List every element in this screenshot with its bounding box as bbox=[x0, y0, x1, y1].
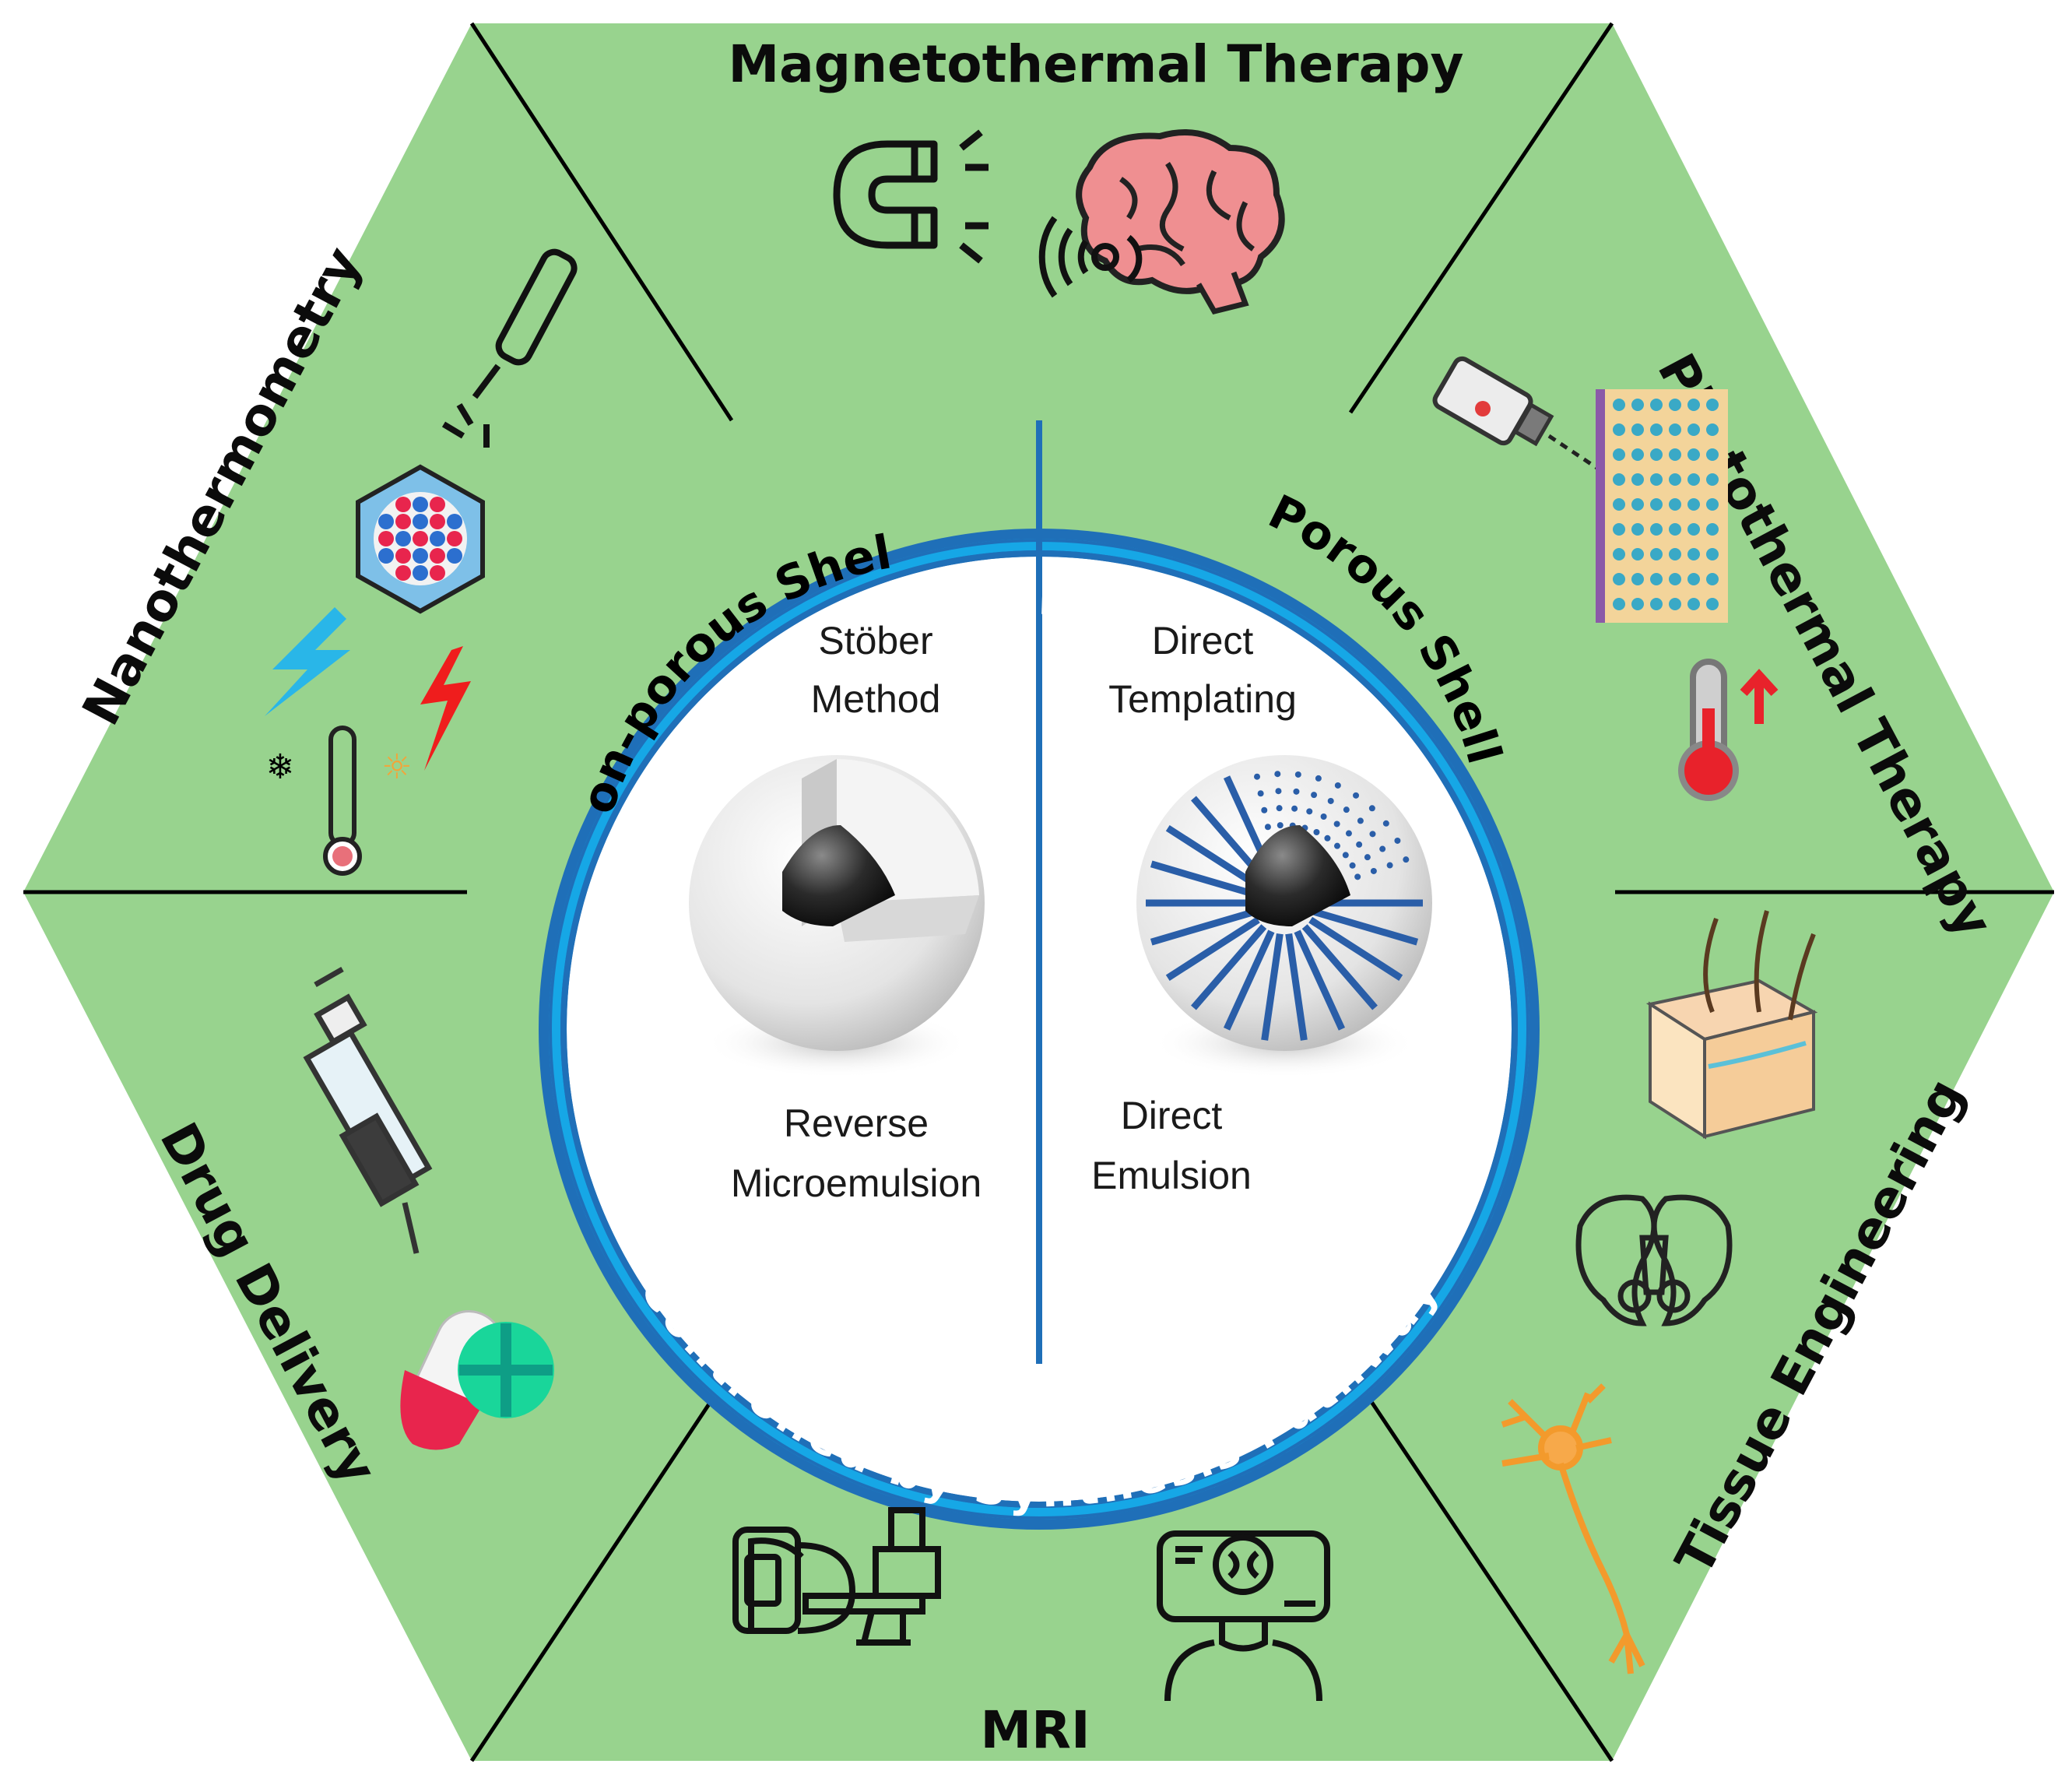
pill-icon bbox=[458, 1322, 554, 1418]
magnetothermal-title: Magnetothermal Therapy bbox=[729, 34, 1464, 94]
skin-tissue-icon bbox=[1645, 910, 1818, 1140]
section-dividers bbox=[23, 22, 2054, 1762]
templating-line1: Direct bbox=[1152, 619, 1254, 662]
reverse-line2: Microemulsion bbox=[731, 1161, 982, 1205]
stober-line2: Method bbox=[811, 677, 941, 721]
sun-icon: ☼ bbox=[381, 747, 412, 787]
brain-icon bbox=[1038, 129, 1285, 315]
porous-particle-icon bbox=[1136, 755, 1432, 1078]
nanocrystal-cube-icon bbox=[356, 464, 485, 614]
mri-title: MRI bbox=[980, 1700, 1090, 1760]
pelvis-icon bbox=[1575, 1194, 1733, 1326]
reverse-line1: Reverse bbox=[784, 1102, 929, 1145]
lightning-icon bbox=[265, 607, 471, 771]
emulsion-line2: Emulsion bbox=[1091, 1154, 1252, 1197]
stober-line1: Stöber bbox=[818, 619, 932, 662]
neuron-icon bbox=[1501, 1383, 1645, 1674]
emulsion-line1: Direct bbox=[1121, 1094, 1223, 1137]
skin-cells-icon bbox=[1596, 389, 1728, 623]
thermometer-icon bbox=[323, 726, 362, 876]
disc-outline bbox=[560, 550, 1518, 1508]
head-scan-icon bbox=[1157, 1530, 1330, 1702]
mri-scanner-icon bbox=[732, 1507, 941, 1646]
snowflake-icon: ❄ bbox=[266, 747, 295, 787]
laser-pointer-icon bbox=[441, 248, 578, 448]
thermometer-up-icon bbox=[1678, 659, 1779, 801]
templating-line2: Templating bbox=[1108, 677, 1297, 721]
non-porous-particle-icon bbox=[689, 755, 985, 1078]
magnet-icon bbox=[833, 129, 989, 264]
syringe-icon bbox=[303, 966, 433, 1254]
